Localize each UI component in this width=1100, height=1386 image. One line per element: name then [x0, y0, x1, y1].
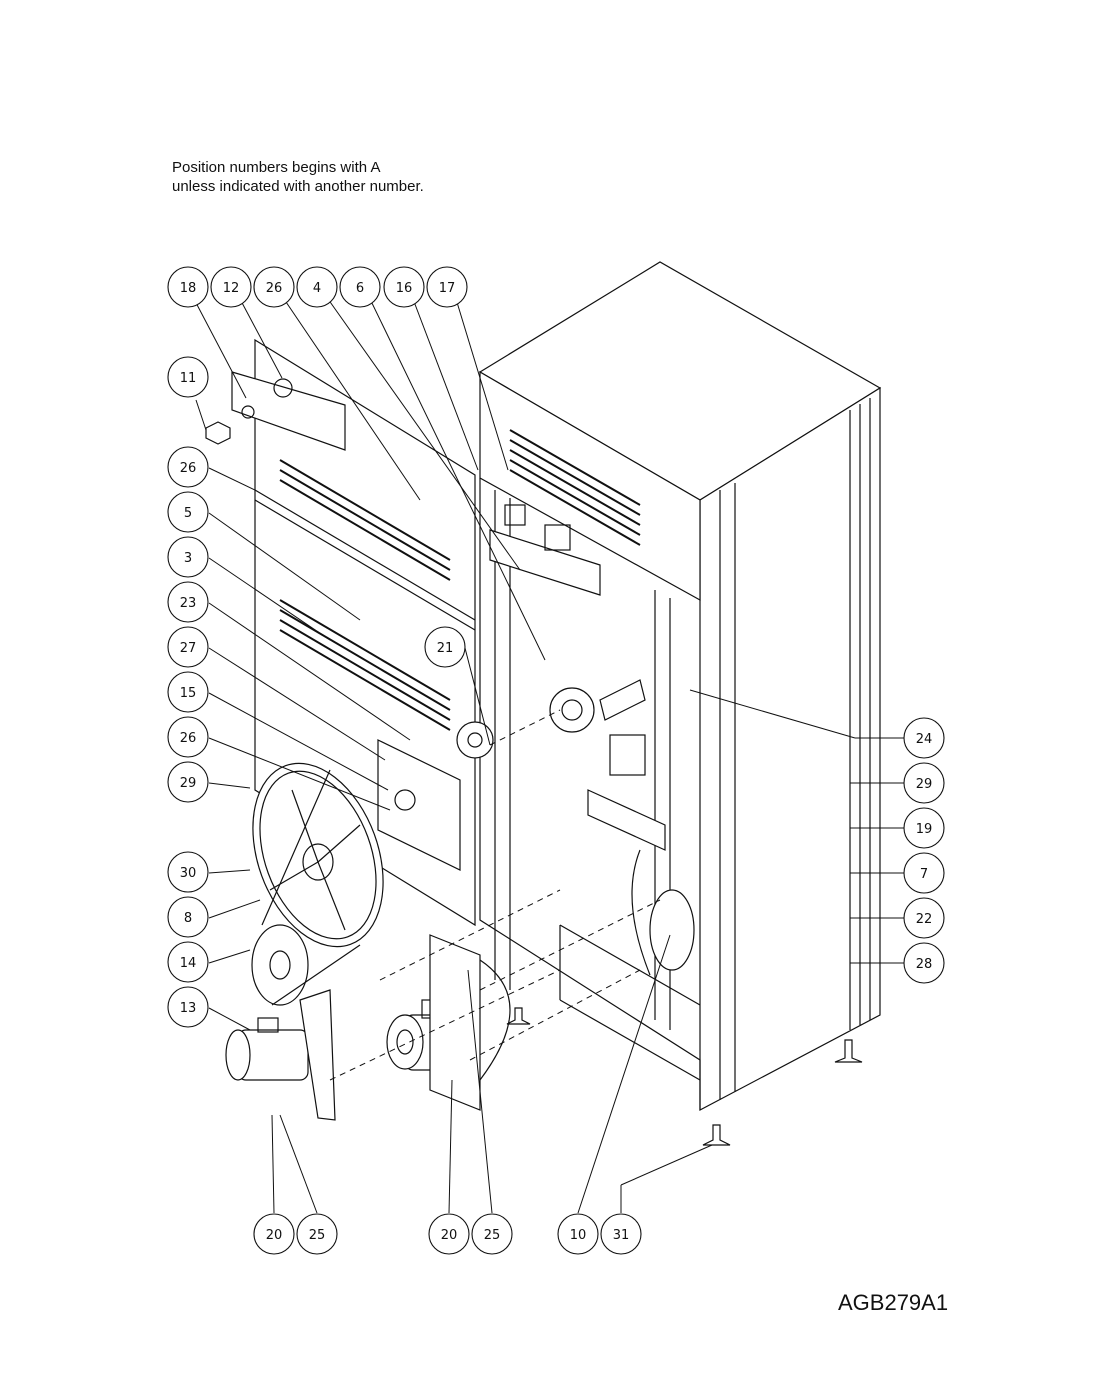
callout-label-26: 26 — [180, 461, 197, 476]
callout-label-16: 16 — [396, 281, 413, 296]
callout-bubble-10 — [557, 1213, 599, 1255]
callout-label-26: 26 — [180, 731, 197, 746]
callout-label-13: 13 — [180, 1001, 197, 1016]
callout-label-23: 23 — [180, 596, 197, 611]
callout-bubble-28 — [903, 942, 945, 984]
callout-label-25: 25 — [309, 1228, 326, 1243]
callout-bubble-6 — [339, 266, 381, 308]
foot-front — [702, 1124, 731, 1146]
control-component-2 — [544, 524, 571, 551]
callout-label-18: 18 — [180, 281, 197, 296]
callout-bubble-4 — [296, 266, 338, 308]
callout-bubble-13 — [167, 986, 209, 1028]
callout-label-15: 15 — [180, 686, 197, 701]
callout-label-14: 14 — [180, 956, 197, 971]
callout-label-28: 28 — [916, 957, 933, 972]
cabinet-side — [699, 386, 881, 1111]
callout-bubble-24 — [903, 717, 945, 759]
callout-bubble-27 — [167, 626, 209, 668]
drive-motor — [225, 989, 336, 1121]
callout-bubble-21 — [424, 626, 466, 668]
control-box — [489, 529, 601, 596]
position-note: Position numbers begins with A unless in… — [172, 158, 424, 196]
callout-bubble-26 — [167, 716, 209, 758]
note-line-1: Position numbers begins with A — [172, 159, 381, 176]
callout-label-12: 12 — [223, 281, 240, 296]
foot-inner — [506, 1007, 531, 1025]
callout-label-22: 22 — [916, 912, 933, 927]
motor-pulley — [251, 769, 361, 1006]
callout-bubble-25 — [296, 1213, 338, 1255]
callout-bubble-20 — [428, 1213, 470, 1255]
callout-label-27: 27 — [180, 641, 197, 656]
rear-shaft — [599, 679, 646, 721]
fan-motor — [386, 934, 511, 1111]
callout-label-17: 17 — [439, 281, 456, 296]
callout-label-30: 30 — [180, 866, 197, 881]
callout-label-29: 29 — [180, 776, 197, 791]
cable-gland — [205, 421, 231, 445]
callout-label-25: 25 — [484, 1228, 501, 1243]
callout-bubble-20 — [253, 1213, 295, 1255]
callout-label-6: 6 — [356, 281, 364, 296]
callout-label-7: 7 — [920, 867, 928, 882]
callout-label-19: 19 — [916, 822, 933, 837]
callout-label-3: 3 — [184, 551, 192, 566]
callout-bubble-23 — [167, 581, 209, 623]
callout-bubble-15 — [167, 671, 209, 713]
assembly-lines — [329, 709, 661, 1081]
callout-bubble-25 — [471, 1213, 513, 1255]
callout-label-8: 8 — [184, 911, 192, 926]
callout-bubble-19 — [903, 807, 945, 849]
cabinet-front-edge — [479, 478, 701, 1110]
callout-bubble-17 — [426, 266, 468, 308]
callout-label-10: 10 — [570, 1228, 587, 1243]
callout-bubble-31 — [600, 1213, 642, 1255]
callout-label-29: 29 — [916, 777, 933, 792]
callout-label-5: 5 — [184, 506, 192, 521]
rear-vent-slots — [279, 459, 451, 731]
control-component — [504, 504, 526, 526]
callout-bubble-26 — [167, 446, 209, 488]
callout-label-20: 20 — [266, 1228, 283, 1243]
callout-bubble-18 — [167, 266, 209, 308]
foot-right — [834, 1039, 863, 1063]
callout-bubble-8 — [167, 896, 209, 938]
leader-lines — [193, 298, 905, 1214]
callout-bubble-11 — [167, 356, 209, 398]
callout-label-24: 24 — [916, 732, 933, 747]
callout-bubble-30 — [167, 851, 209, 893]
inner-bracket — [609, 734, 646, 776]
drum-bearing — [549, 687, 595, 733]
note-line-2: unless indicated with another number. — [172, 178, 424, 195]
grommet — [273, 378, 293, 398]
bearing-housing — [377, 721, 494, 871]
fan-duct-outlet — [649, 889, 695, 971]
callout-label-20: 20 — [441, 1228, 458, 1243]
callout-bubble-3 — [167, 536, 209, 578]
drawing-id: AGB279A1 — [838, 1290, 949, 1315]
callout-bubbles: 18 12 26 4 6 16 17 11 26 5 3 23 27 15 26 29 30 8 14 13 21 24 2… — [167, 266, 945, 1255]
top-vent-slots — [509, 429, 641, 546]
rear-cover-plate — [231, 371, 346, 451]
callout-bubble-14 — [167, 941, 209, 983]
callout-bubble-7 — [903, 852, 945, 894]
drum-pulley — [252, 762, 384, 948]
callout-bubble-12 — [210, 266, 252, 308]
cabinet — [478, 261, 882, 1146]
callout-label-21: 21 — [437, 641, 454, 656]
callout-label-4: 4 — [313, 281, 321, 296]
lower-bracket — [587, 789, 666, 851]
callout-bubble-26 — [253, 266, 295, 308]
callout-bubble-16 — [383, 266, 425, 308]
callout-bubble-29 — [167, 761, 209, 803]
callout-label-11: 11 — [180, 371, 197, 386]
callout-label-26: 26 — [266, 281, 283, 296]
callout-bubble-29 — [903, 762, 945, 804]
callout-bubble-22 — [903, 897, 945, 939]
callout-label-31: 31 — [613, 1228, 630, 1243]
callout-bubble-5 — [167, 491, 209, 533]
